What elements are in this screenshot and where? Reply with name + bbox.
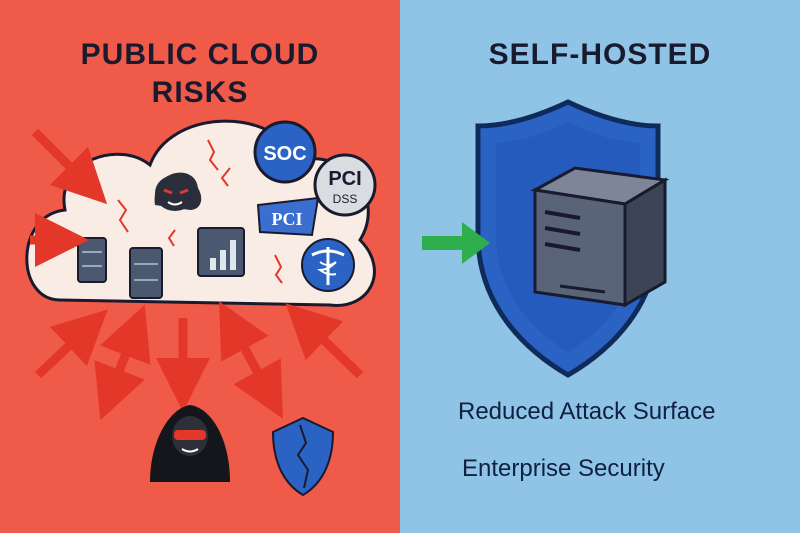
attack-arrow xyxy=(94,304,151,421)
public-cloud-title: PUBLIC CLOUD RISKS xyxy=(0,36,400,112)
server-icon xyxy=(77,237,107,283)
cracked-shield-icon xyxy=(271,416,335,497)
pci-dss-bottom-label: DSS xyxy=(333,192,358,206)
self-hosted-title: SELF-HOSTED xyxy=(488,38,712,71)
pci-dss-top-label: PCI xyxy=(328,168,361,190)
green-arrow-icon xyxy=(422,222,490,264)
reduced-attack-surface-caption: Reduced Attack Surface xyxy=(458,398,716,425)
self-hosted-illustration xyxy=(422,99,670,378)
attack-arrow xyxy=(34,309,108,379)
enterprise-security-caption: Enterprise Security xyxy=(462,455,665,482)
public-cloud-panel: PUBLIC CLOUD RISKS xyxy=(0,0,400,533)
medical-caduceus-icon xyxy=(301,238,355,292)
self-hosted-panel: SELF-HOSTED Reduced Attack Surface Enter… xyxy=(400,0,800,533)
attack-arrow xyxy=(31,128,108,205)
bar-chart-icon xyxy=(197,227,245,277)
soc-badge-label: SOC xyxy=(263,143,306,165)
hacker-mask-icon xyxy=(154,172,202,211)
pci-dss-badge: PCI DSS xyxy=(313,153,377,217)
attack-arrow xyxy=(285,303,364,379)
title-line-1: PUBLIC CLOUD xyxy=(80,38,320,71)
server-tower-icon xyxy=(530,166,670,308)
attack-arrow xyxy=(219,301,283,419)
pci-flag-badge: PCI xyxy=(256,196,320,237)
public-cloud-illustration: SOC PCI DSS PCI xyxy=(25,119,377,497)
title-line-2: RISKS xyxy=(151,76,249,109)
server-icon xyxy=(129,247,163,299)
attack-arrows xyxy=(30,128,364,421)
hooded-hacker-icon xyxy=(150,405,230,482)
soc-badge: SOC xyxy=(253,120,317,184)
pci-flag-label: PCI xyxy=(272,209,303,229)
